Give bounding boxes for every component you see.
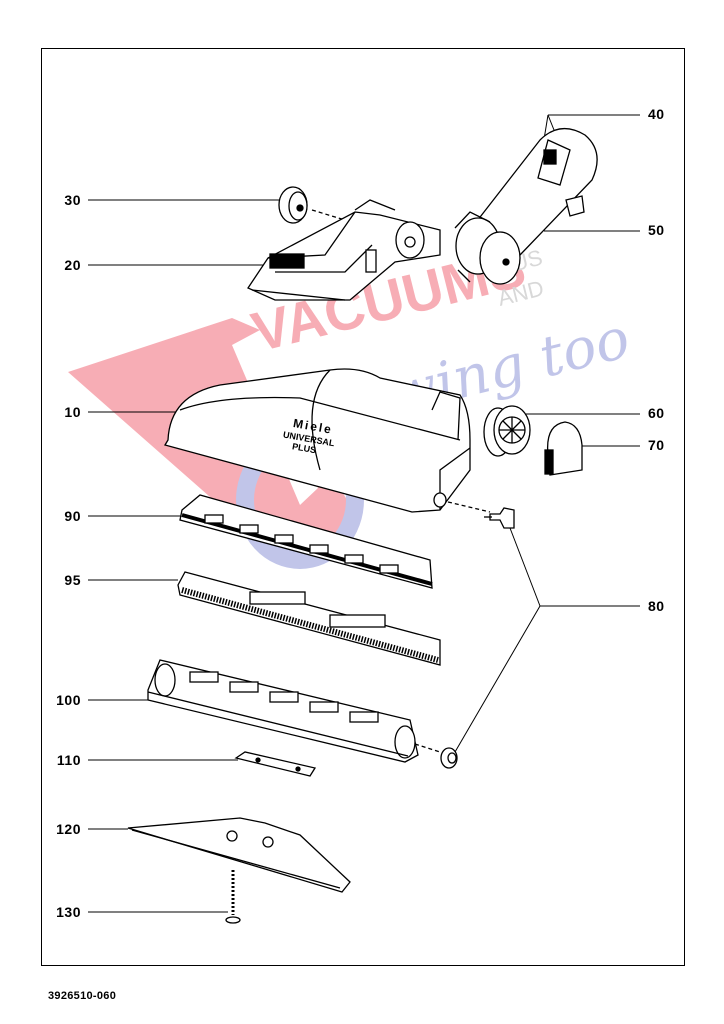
diagram-frame: [41, 48, 685, 966]
label-part-90: 90: [64, 508, 81, 524]
label-part-50: 50: [648, 222, 665, 238]
part-130-screw: [225, 870, 241, 924]
part-120-base-plate: [127, 817, 351, 893]
label-part-110: 110: [56, 752, 81, 768]
label-part-40: 40: [648, 106, 665, 122]
part-30-wheel: [278, 186, 346, 224]
label-part-30: 30: [64, 192, 81, 208]
part-60-wheel: [483, 405, 531, 457]
part-10-hood: [164, 368, 491, 513]
part-100-roller: [147, 659, 419, 763]
label-part-100: 100: [56, 692, 81, 708]
label-part-10: 10: [64, 404, 81, 420]
part-90-brush-strip: [179, 494, 433, 589]
label-part-80: 80: [648, 598, 665, 614]
part-50-swivel-joint: [454, 128, 598, 285]
label-part-60: 60: [648, 405, 665, 421]
part-80-screw-lower: [414, 743, 458, 769]
label-part-130: 130: [56, 904, 81, 920]
part-110-plate: [234, 751, 317, 777]
label-part-120: 120: [56, 821, 81, 837]
part-70-cap: [544, 421, 583, 476]
part-95-brush-bar: [177, 571, 441, 666]
hood-lettering: Miele UNIVERSAL PLUS: [282, 416, 335, 455]
label-part-70: 70: [648, 437, 665, 453]
label-part-95: 95: [64, 572, 81, 588]
part-20-housing: [247, 199, 441, 301]
label-part-20: 20: [64, 257, 81, 273]
hood-model-line2: PLUS: [291, 441, 316, 455]
hood-brand: Miele: [292, 416, 334, 437]
document-number: 3926510-060: [48, 990, 117, 1002]
part-80-screw-upper: [484, 507, 515, 529]
leader-lines: [88, 114, 640, 913]
